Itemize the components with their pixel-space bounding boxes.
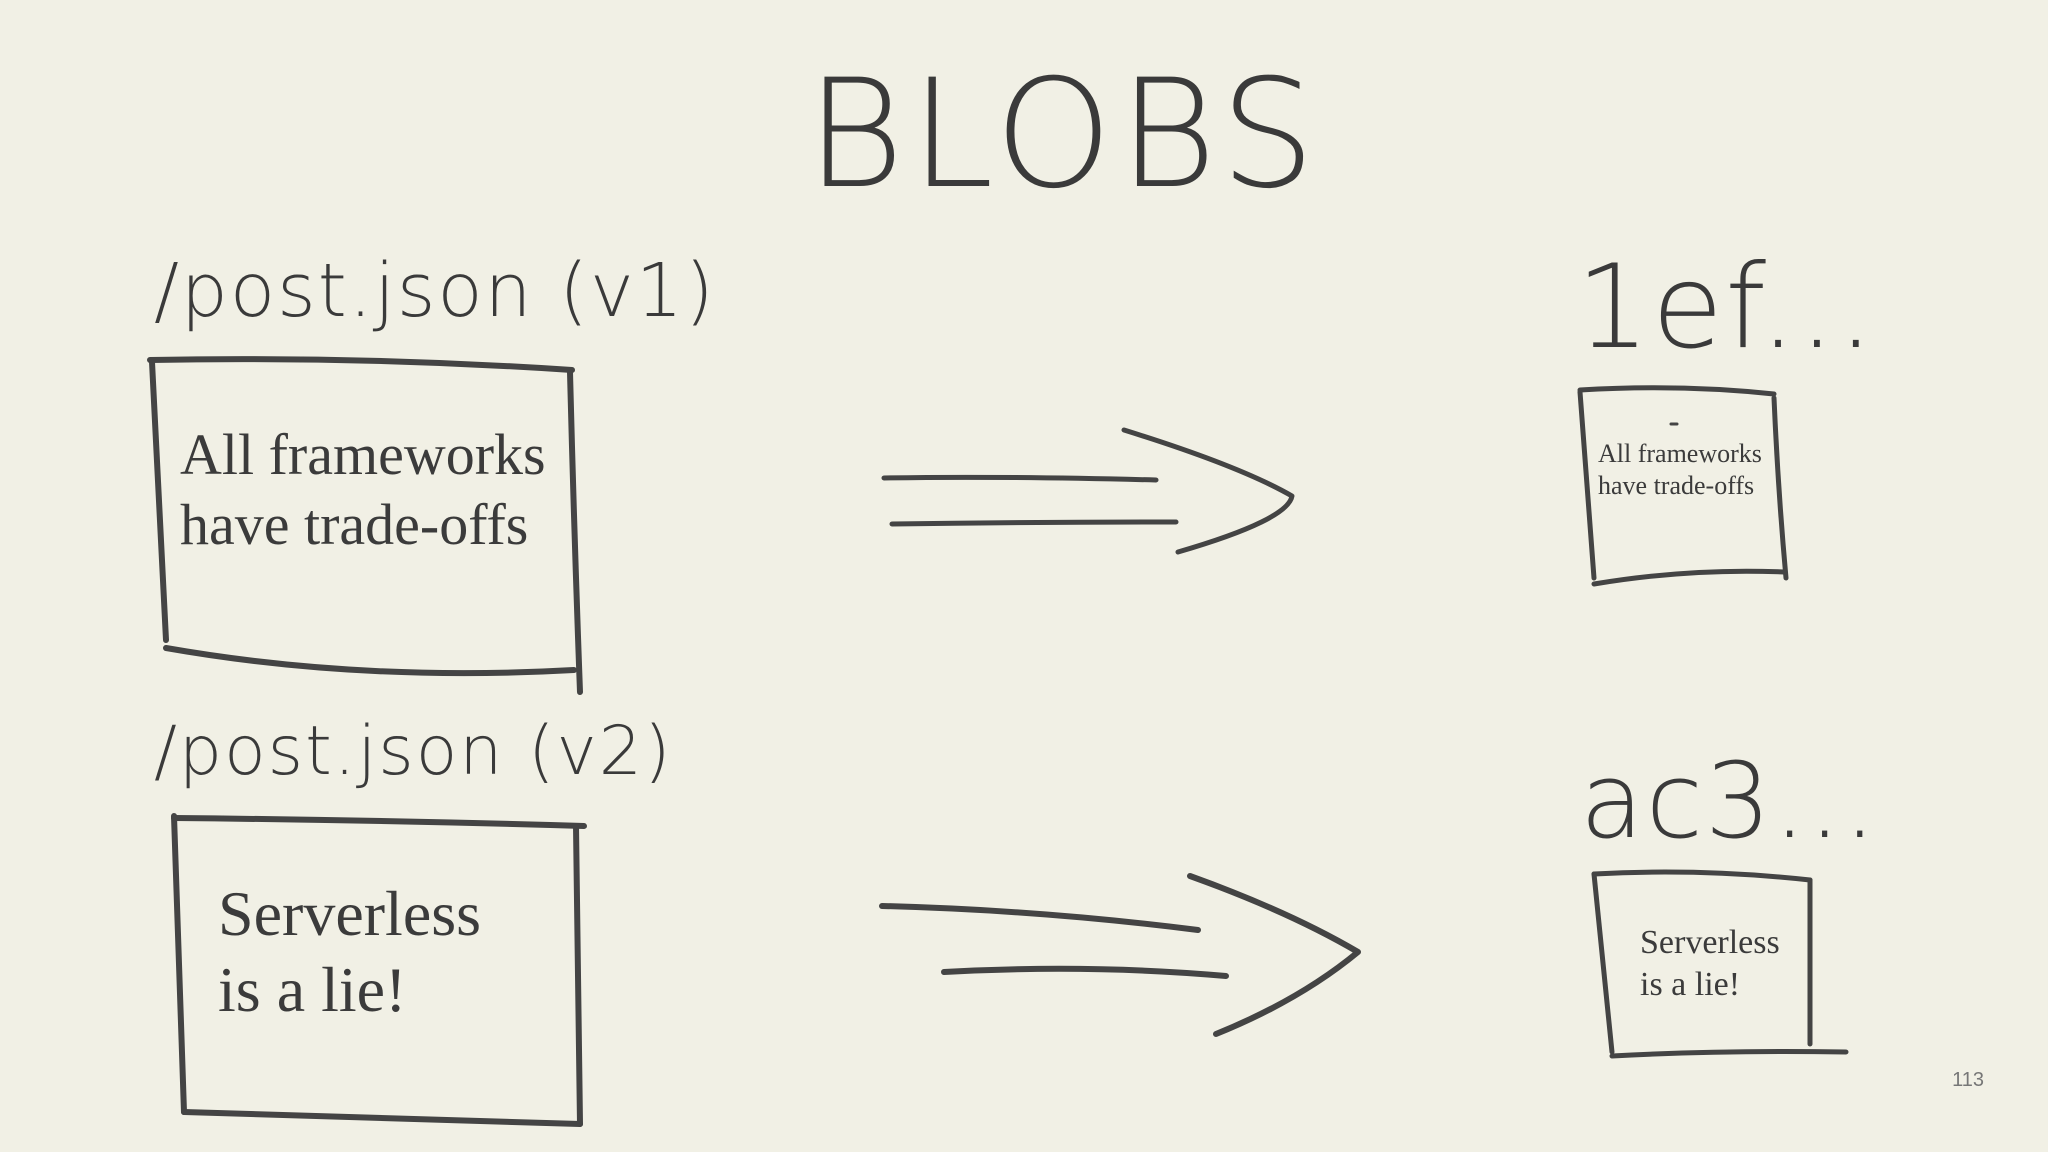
- arrow-2: [879, 873, 1361, 1037]
- hash-label-ac3: ac3...: [1580, 740, 1879, 862]
- blob-box-1-outline: [1577, 385, 1789, 587]
- source-box-2-outline: [171, 813, 587, 1127]
- source-content-2: Serverless is a lie!: [218, 878, 482, 1025]
- source-box-1-outline: [147, 356, 583, 695]
- page-number: 113: [1952, 1069, 1984, 1091]
- arrow-1: [881, 427, 1295, 555]
- path-label-v1: /post.json (v1): [154, 248, 716, 334]
- blob-content-2: Serverless is a lie!: [1640, 924, 1780, 1003]
- slide-title: BLOBS: [806, 48, 1322, 222]
- hash-label-1ef: 1ef...: [1576, 240, 1877, 375]
- path-label-v2: /post.json (v2): [154, 712, 673, 791]
- source-content-1: All frameworks have trade-offs: [180, 422, 546, 557]
- blob-box-2-outline: [1591, 869, 1849, 1059]
- blob-content-1: All frameworks have trade-offs: [1598, 439, 1762, 500]
